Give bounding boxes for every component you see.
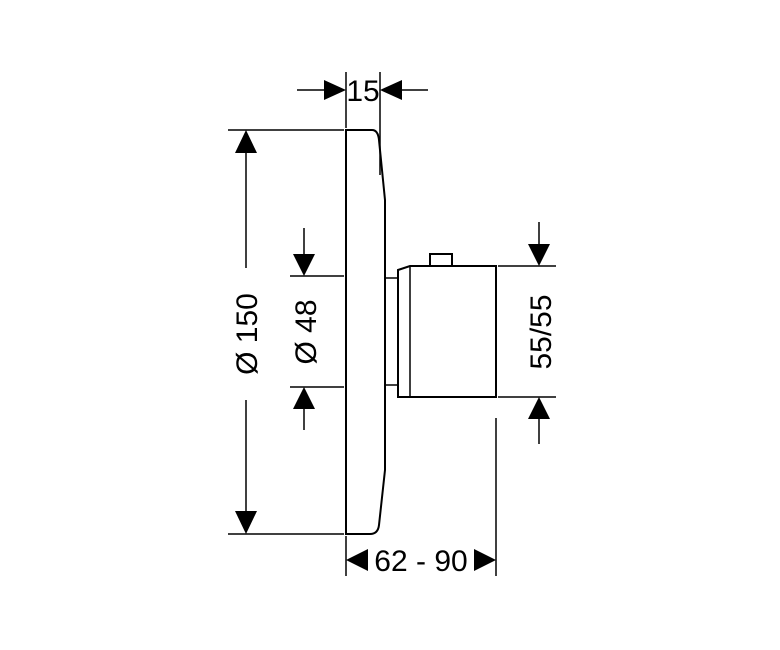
- cover-plate: [345, 129, 386, 535]
- arrow-down-icon: [293, 254, 315, 276]
- arrow-right-icon: [324, 80, 346, 100]
- arrow-right-icon: [474, 549, 496, 571]
- dimension-body-diameter: Ø 48: [290, 228, 344, 430]
- cover-diameter-label: Ø 150: [231, 293, 264, 375]
- dimension-handle-size: 55/55: [498, 222, 558, 444]
- dimension-cover-diameter: Ø 150: [228, 129, 344, 535]
- arrow-up-icon: [293, 387, 315, 409]
- arrow-left-icon: [380, 80, 402, 100]
- arrow-up-icon: [235, 130, 257, 153]
- handle-size-label: 55/55: [525, 294, 558, 369]
- dimension-projection: 62 - 90: [345, 418, 497, 578]
- depth-label: 15: [346, 75, 379, 108]
- arrow-down-icon: [528, 244, 550, 266]
- valve-body: [384, 253, 497, 398]
- arrow-down-icon: [235, 511, 257, 534]
- arrow-left-icon: [346, 549, 368, 571]
- arrow-up-icon: [528, 397, 550, 419]
- projection-label: 62 - 90: [374, 545, 467, 578]
- body-diameter-label: Ø 48: [290, 299, 323, 364]
- dimension-depth: 15: [297, 72, 428, 175]
